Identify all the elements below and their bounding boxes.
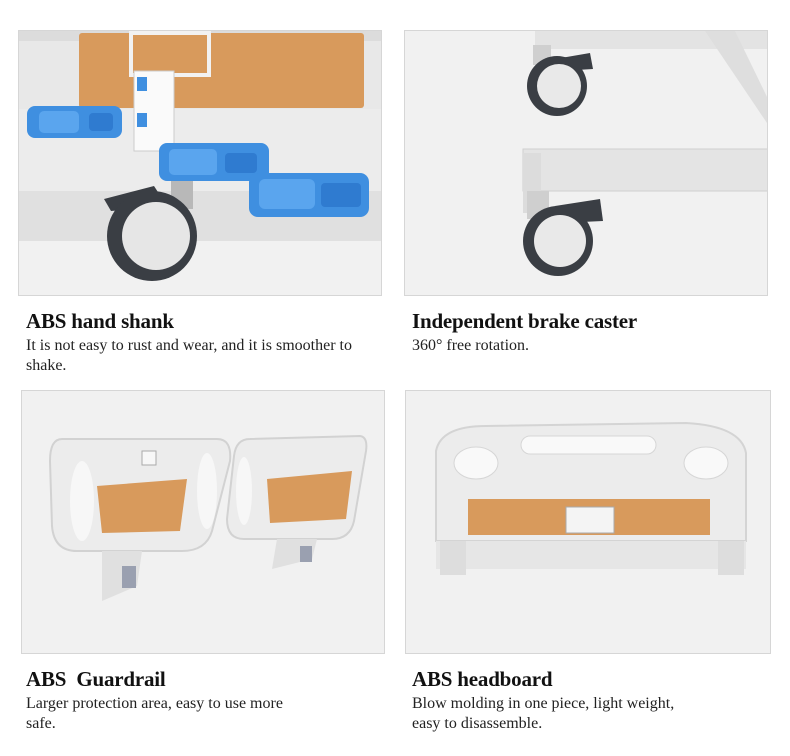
headboard-photo (405, 390, 771, 654)
feature-caption: ABS Guardrail Larger protection area, ea… (26, 666, 286, 734)
feature-caption: ABS hand shank It is not easy to rust an… (26, 308, 356, 376)
feature-title: ABS hand shank (26, 309, 174, 333)
guardrail-photo (21, 390, 385, 654)
brake-caster-photo (404, 30, 768, 296)
feature-title: ABS headboard (412, 667, 553, 691)
feature-description: It is not easy to rust and wear, and it … (26, 337, 352, 374)
feature-caption: Independent brake caster 360° free rotat… (412, 308, 742, 356)
feature-title: Independent brake caster (412, 309, 638, 333)
feature-title: ABS Guardrail (26, 667, 166, 691)
feature-caption: ABS headboard Blow molding in one piece,… (412, 666, 687, 734)
feature-description: 360° free rotation. (412, 337, 530, 354)
hand-shank-photo (18, 30, 382, 296)
feature-description: Larger protection area, easy to use more… (26, 695, 283, 732)
feature-description: Blow molding in one piece, light weight,… (412, 695, 675, 732)
